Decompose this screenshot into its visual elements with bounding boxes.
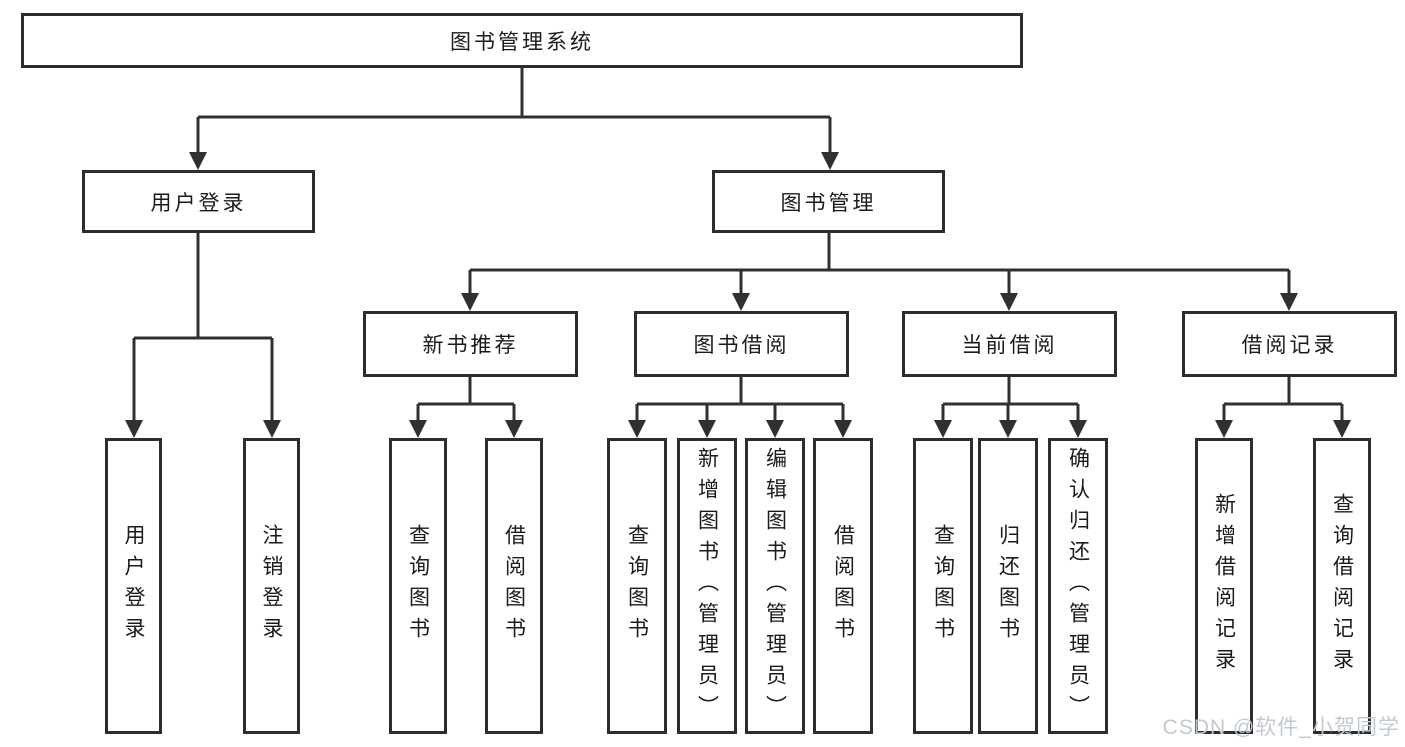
node-label: 图书管理系统 — [450, 30, 594, 54]
node-label: 查询图书 — [931, 524, 955, 648]
leaf-add-borrow-record: 新增借阅记录 — [1195, 438, 1253, 734]
leaf-confirm-return-admin: 确认归还（管理员） — [1048, 438, 1108, 734]
node-label: 用户登录 — [122, 524, 145, 648]
arrowhead — [1215, 420, 1233, 438]
node-label: 查询借阅记录 — [1330, 493, 1354, 679]
leaf-borrow-books-recommend: 借阅图书 — [485, 438, 543, 734]
leaf-query-books-recommend: 查询图书 — [389, 438, 447, 734]
arrowhead — [189, 152, 207, 170]
node-book-management: 图书管理 — [712, 170, 945, 233]
node-borrow-records: 借阅记录 — [1182, 311, 1397, 377]
leaf-borrow-books: 借阅图书 — [813, 438, 873, 734]
connector-user-login-to-leaves — [132, 233, 274, 420]
arrowhead — [698, 420, 716, 438]
node-label: 新书推荐 — [422, 334, 519, 357]
arrowhead — [628, 420, 646, 438]
leaf-user-login: 用户登录 — [105, 438, 162, 734]
leaf-logout-login: 注销登录 — [243, 438, 300, 734]
connector-book-borrowing-to-leaves — [635, 377, 845, 420]
arrowhead — [732, 293, 750, 311]
arrowhead — [766, 420, 784, 438]
leaf-edit-books-admin: 编辑图书（管理员） — [745, 438, 805, 734]
arrowhead — [505, 420, 523, 438]
connector-root-to-level2 — [196, 68, 832, 152]
node-label: 查询图书 — [406, 524, 430, 648]
leaf-add-books-admin: 新增图书（管理员） — [677, 438, 737, 734]
connector-book-management-to-level3 — [468, 233, 1291, 293]
node-label: 注销登录 — [260, 524, 283, 648]
connector-new-book-to-leaves — [416, 377, 516, 420]
arrowhead — [461, 293, 479, 311]
arrowhead — [934, 420, 952, 438]
arrowhead — [1333, 420, 1351, 438]
csdn-watermark: CSDN @软件_小贺同学 — [1162, 716, 1400, 739]
node-label: 用户登录 — [150, 191, 247, 215]
arrowhead — [125, 420, 143, 438]
leaf-query-books-borrowing: 查询图书 — [607, 438, 667, 734]
leaf-query-borrow-record: 查询借阅记录 — [1313, 438, 1371, 734]
node-label: 新增图书（管理员） — [695, 446, 719, 726]
node-label: 图书借阅 — [693, 334, 790, 357]
node-label: 图书管理 — [780, 191, 877, 215]
node-label: 新增借阅记录 — [1212, 493, 1236, 679]
node-current-borrowing: 当前借阅 — [902, 311, 1117, 377]
leaf-query-books-current: 查询图书 — [913, 438, 973, 734]
connector-borrow-records-to-leaves — [1222, 377, 1344, 420]
node-new-book-recommend: 新书推荐 — [363, 311, 578, 377]
node-label: 当前借阅 — [961, 334, 1058, 357]
node-label: 归还图书 — [996, 524, 1020, 648]
node-user-login: 用户登录 — [82, 170, 315, 233]
arrowhead — [1000, 293, 1018, 311]
leaf-return-books: 归还图书 — [978, 438, 1038, 734]
node-library-system: 图书管理系统 — [21, 13, 1023, 68]
node-book-borrowing: 图书借阅 — [634, 311, 849, 377]
node-label: 确认归还（管理员） — [1066, 446, 1090, 726]
node-label: 借阅图书 — [502, 524, 526, 648]
arrowhead — [999, 420, 1017, 438]
connector-current-borrowing-to-leaves — [941, 377, 1080, 420]
arrowhead — [1280, 293, 1298, 311]
node-label: 借阅图书 — [831, 524, 855, 648]
arrowhead — [409, 420, 427, 438]
node-label: 编辑图书（管理员） — [763, 446, 787, 726]
node-label: 借阅记录 — [1241, 334, 1338, 357]
arrowhead — [834, 420, 852, 438]
arrowhead — [821, 152, 839, 170]
arrowhead — [263, 420, 281, 438]
arrowhead — [1069, 420, 1087, 438]
node-label: 查询图书 — [625, 524, 649, 648]
